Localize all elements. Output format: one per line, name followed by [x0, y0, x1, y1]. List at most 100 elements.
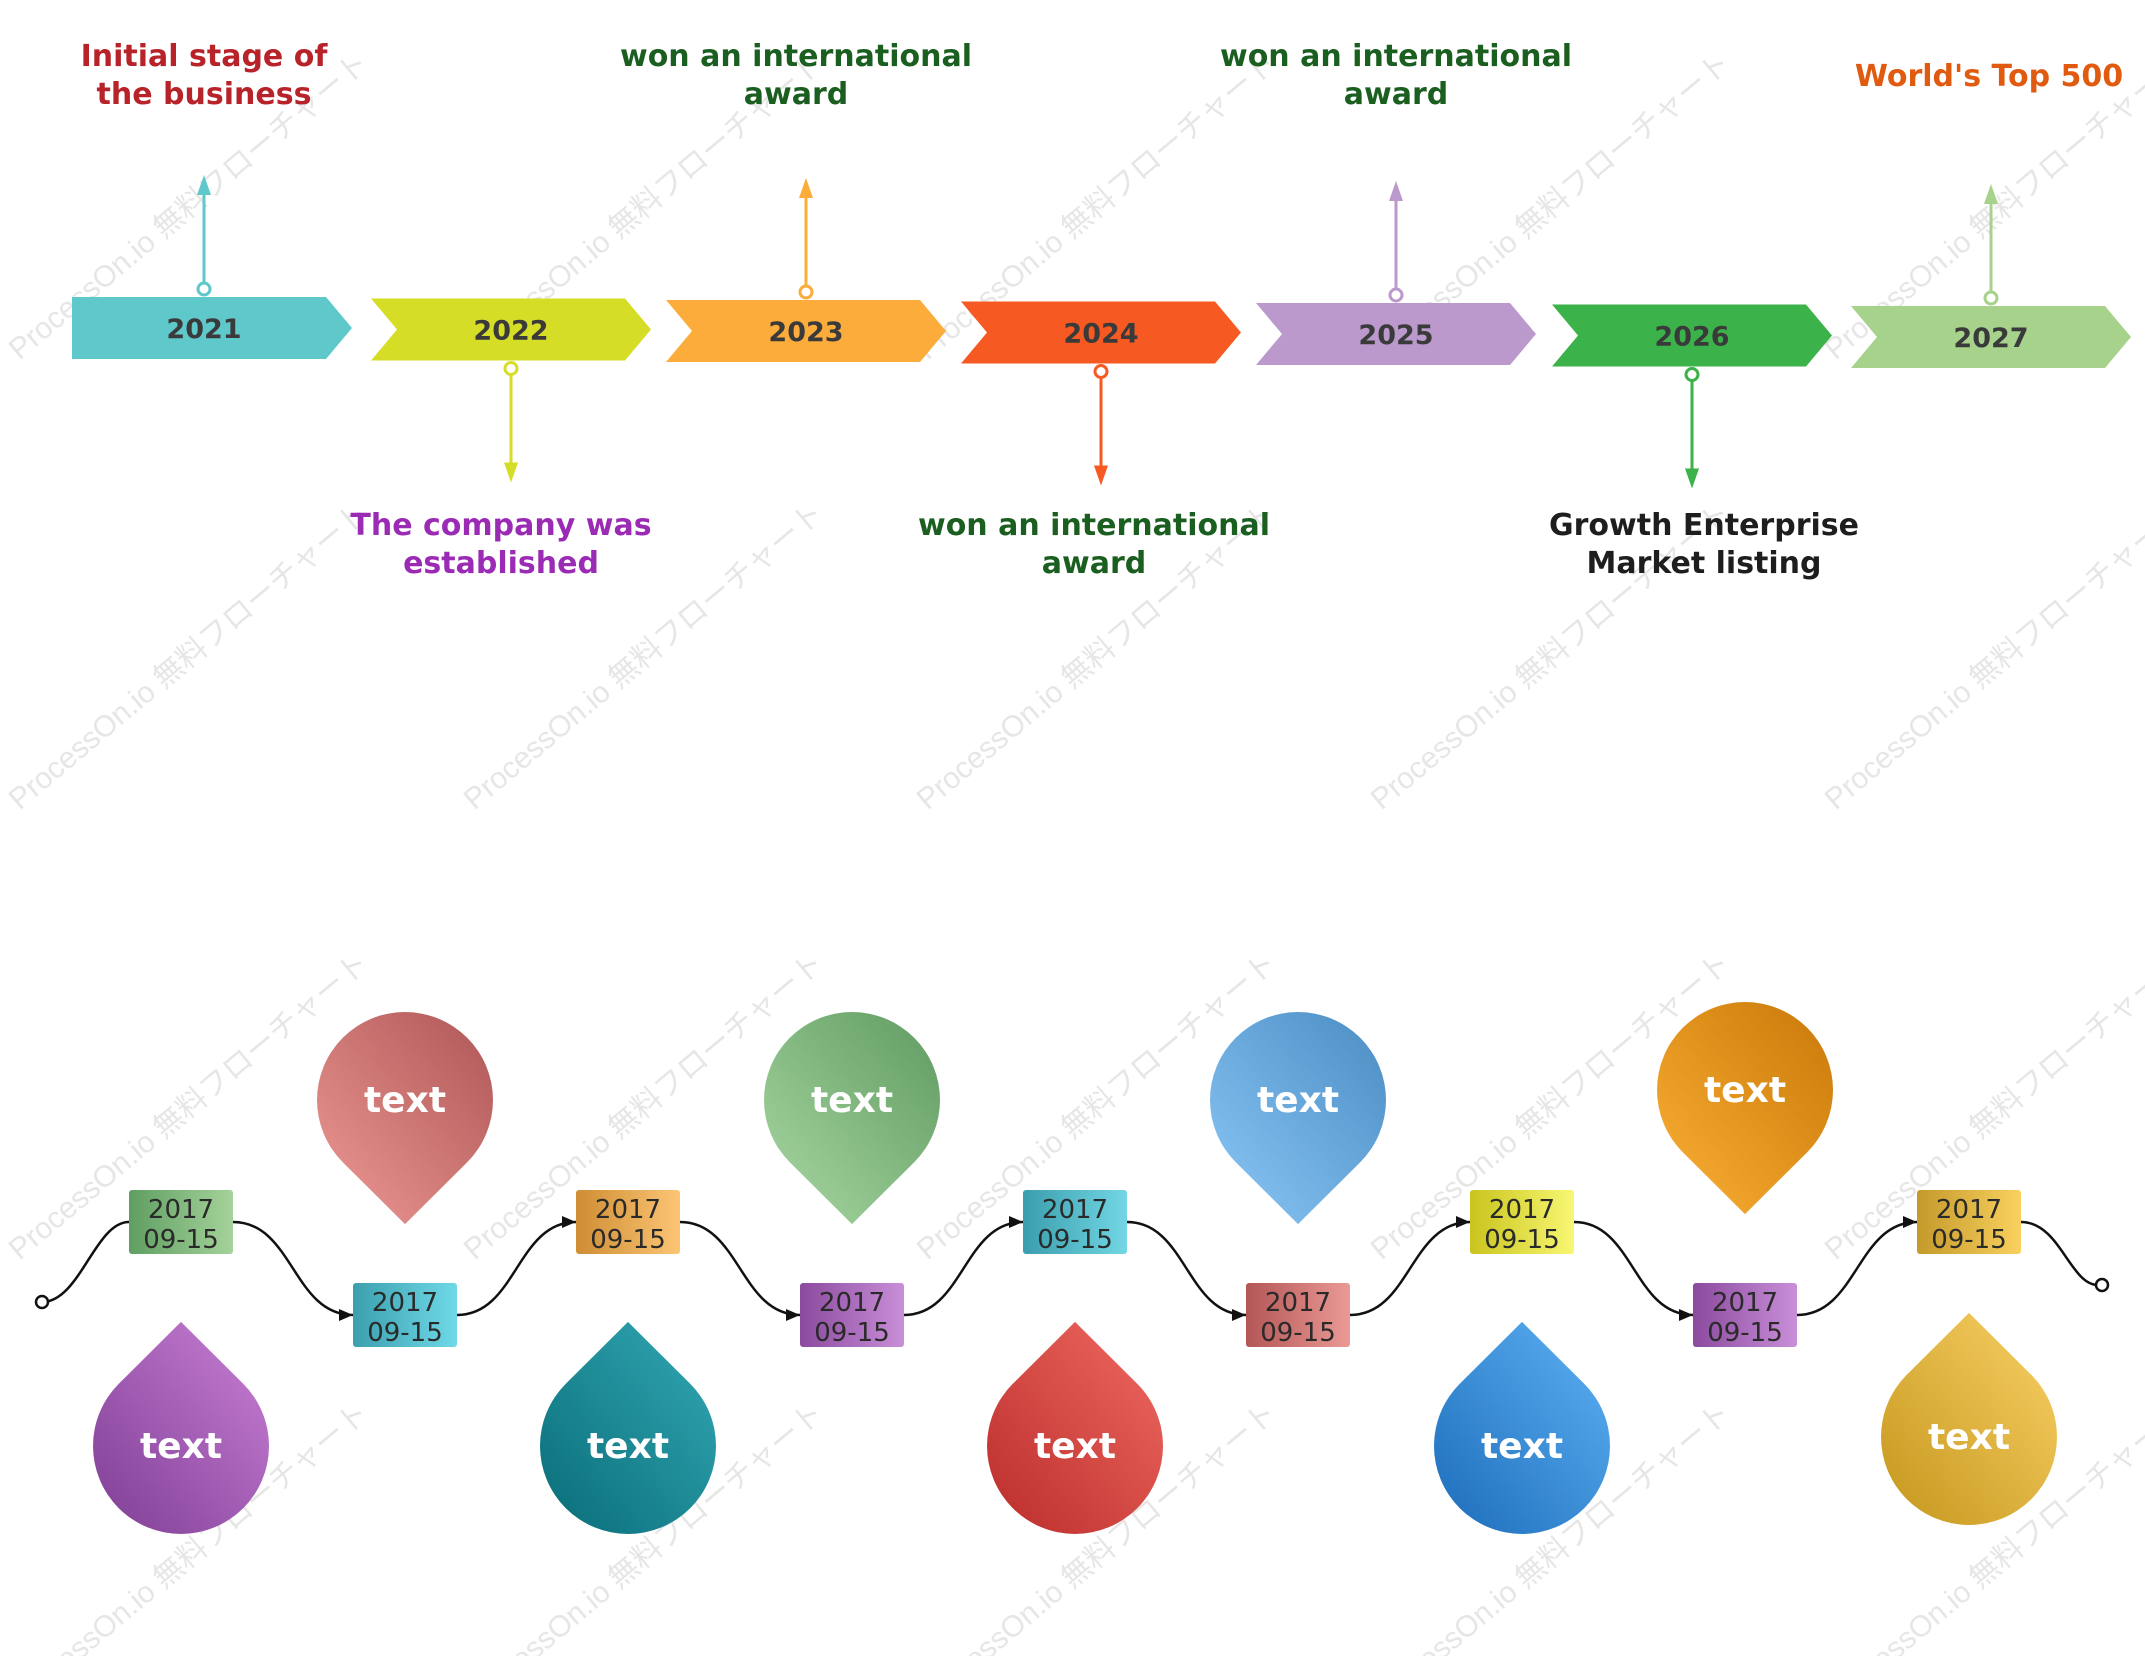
drop-marker: text: [1881, 1312, 2057, 1526]
year-arrow-segment: [1851, 306, 2131, 368]
drop-label: text: [1928, 1417, 2010, 1458]
watermark-text: ProcessOn.io 無料フローチャート: [911, 496, 1283, 816]
drop-shape: [987, 1321, 1163, 1535]
date-day: 09-15: [1260, 1318, 1336, 1348]
drop-shape: [93, 1321, 269, 1535]
date-box-bg: [576, 1190, 680, 1254]
year-arrow-segment: [1552, 304, 1832, 367]
wave-end-dot: [2094, 1277, 2110, 1293]
drop-marker: text: [1434, 1321, 1611, 1535]
milestone-annotation: World's Top 500: [1855, 59, 2123, 94]
date-year: 2017: [595, 1195, 661, 1225]
wave-arrowhead: [1232, 1309, 1246, 1321]
connector-dot: [196, 281, 212, 297]
date-box-bg: [129, 1190, 233, 1254]
wave-arrowhead: [1903, 1216, 1917, 1228]
date-box-bg: [1470, 1190, 1574, 1254]
date-year: 2017: [1042, 1195, 1108, 1225]
date-box-bg: [1246, 1283, 1350, 1347]
drop-shape: [763, 1011, 940, 1225]
drop-marker: text: [93, 1321, 269, 1535]
date-box-bg: [1023, 1190, 1127, 1254]
timeline-year-2027: 2027 World's Top 500: [1851, 59, 2131, 368]
year-arrow-segment: [961, 301, 1241, 364]
watermark-text: ProcessOn.io 無料フローチャート: [1365, 496, 1737, 816]
drop-label: text: [1481, 1426, 1563, 1467]
drop-marker: text: [1210, 1011, 1386, 1225]
date-year: 2017: [1489, 1195, 1555, 1225]
wave-arrowhead: [1456, 1216, 1470, 1228]
date-day: 09-15: [590, 1225, 666, 1255]
drop-label: text: [587, 1426, 669, 1467]
date-day: 09-15: [1484, 1225, 1560, 1255]
watermark-text: ProcessOn.io 無料フローチャート: [3, 496, 375, 816]
connector-dot: [798, 284, 814, 300]
watermark-text: ProcessOn.io 無料フローチャート: [458, 496, 830, 816]
connector-dot: [1983, 290, 1999, 306]
date-day: 09-15: [1931, 1225, 2007, 1255]
connector-arrowhead: [1984, 184, 1998, 204]
year-arrow-segment: [371, 298, 651, 361]
drop-label: text: [1257, 1080, 1339, 1121]
connector-dot: [503, 361, 519, 376]
drop-label: text: [1034, 1426, 1116, 1467]
drop-marker: text: [763, 1011, 940, 1225]
drop-shape: [1434, 1321, 1611, 1535]
date-year: 2017: [1712, 1288, 1778, 1318]
drop-shape: [317, 1011, 494, 1225]
drop-shape: [1657, 1001, 1834, 1215]
date-year: 2017: [148, 1195, 214, 1225]
drop-marker: text: [540, 1321, 717, 1535]
drop-label: text: [1704, 1070, 1786, 1111]
date-year: 2017: [372, 1288, 438, 1318]
year-label: 2025: [1358, 320, 1433, 351]
date-year: 2017: [819, 1288, 885, 1318]
year-label: 2026: [1654, 322, 1729, 353]
wave-arrowhead: [1009, 1216, 1023, 1228]
drop-label: text: [140, 1426, 222, 1467]
date-box-bg: [1917, 1190, 2021, 1254]
drop-shape: [1881, 1312, 2057, 1526]
connector-arrowhead: [1389, 181, 1403, 201]
drop-label: text: [811, 1080, 893, 1121]
drop-shape: [540, 1321, 717, 1535]
year-label: 2023: [768, 317, 843, 348]
year-arrow-segment: [666, 300, 946, 362]
connector-arrowhead: [1094, 465, 1108, 486]
wave-arrowhead: [562, 1216, 576, 1228]
year-label: 2021: [166, 314, 241, 345]
drop-shape: [1210, 1011, 1386, 1225]
drop-marker: text: [987, 1321, 1163, 1535]
year-label: 2027: [1953, 323, 2028, 354]
date-box-bg: [353, 1283, 457, 1347]
wave-arrowhead: [339, 1309, 353, 1321]
drop-marker: text: [1657, 1001, 1834, 1215]
year-arrow-segment: [1256, 303, 1536, 365]
connector-arrowhead: [504, 462, 518, 483]
wave-arrowhead: [786, 1309, 800, 1321]
year-arrow-segment: [72, 297, 352, 359]
watermark-text: ProcessOn.io 無料フローチャート: [1819, 496, 2145, 816]
wave-curve: [41, 1220, 2099, 1317]
connector-arrowhead: [197, 175, 211, 195]
connector-arrowhead: [799, 178, 813, 198]
